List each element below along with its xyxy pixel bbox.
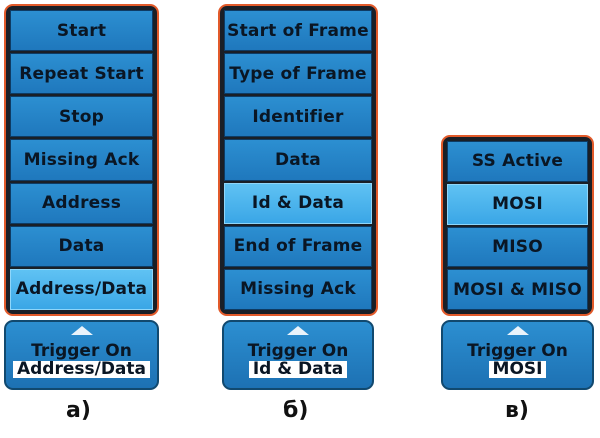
menu-item-start-of-frame[interactable]: Start of Frame xyxy=(224,10,372,52)
menu-item-ss-active[interactable]: SS Active xyxy=(447,141,588,182)
menu-item-stop[interactable]: Stop xyxy=(10,96,153,138)
menu-panel-a: Start Repeat Start Stop Missing Ack Addr… xyxy=(4,4,159,316)
menu-panel-b: Start of Frame Type of Frame Identifier … xyxy=(218,4,378,316)
trigger-value: Id & Data xyxy=(248,361,348,378)
trigger-value: MOSI xyxy=(488,361,547,378)
menu-item-mosi[interactable]: MOSI xyxy=(447,183,588,225)
trigger-label: Trigger On xyxy=(31,341,132,361)
menu-item-miso[interactable]: MISO xyxy=(447,226,588,268)
menu-panel-c: SS Active MOSI MISO MOSI & MISO xyxy=(441,135,594,316)
menu-item-type-of-frame[interactable]: Type of Frame xyxy=(224,53,372,95)
menu-item-address[interactable]: Address xyxy=(10,182,153,224)
menu-item-missing-ack[interactable]: Missing Ack xyxy=(224,268,372,310)
up-triangle-icon xyxy=(506,326,529,335)
menu-item-mosi-miso[interactable]: MOSI & MISO xyxy=(447,269,588,310)
trigger-label: Trigger On xyxy=(467,341,568,361)
up-triangle-icon xyxy=(287,326,309,335)
caption-c: в) xyxy=(505,398,529,423)
menu-item-id-data[interactable]: Id & Data xyxy=(224,182,372,224)
menu-item-start[interactable]: Start xyxy=(10,10,153,52)
trigger-value: Address/Data xyxy=(12,361,151,378)
trigger-on-button-c[interactable]: Trigger On MOSI xyxy=(441,320,594,390)
menu-item-data[interactable]: Data xyxy=(224,139,372,181)
menu-item-address-data[interactable]: Address/Data xyxy=(10,268,153,310)
menu-item-repeat-start[interactable]: Repeat Start xyxy=(10,53,153,95)
trigger-on-button-a[interactable]: Trigger On Address/Data xyxy=(4,320,159,390)
up-triangle-icon xyxy=(70,326,93,335)
caption-b: б) xyxy=(283,398,309,423)
menu-item-data[interactable]: Data xyxy=(10,225,153,267)
menu-item-missing-ack[interactable]: Missing Ack xyxy=(10,139,153,181)
trigger-on-button-b[interactable]: Trigger On Id & Data xyxy=(222,320,374,390)
caption-a: а) xyxy=(66,398,91,423)
menu-item-end-of-frame[interactable]: End of Frame xyxy=(224,225,372,267)
menu-item-identifier[interactable]: Identifier xyxy=(224,96,372,138)
trigger-label: Trigger On xyxy=(247,341,349,361)
